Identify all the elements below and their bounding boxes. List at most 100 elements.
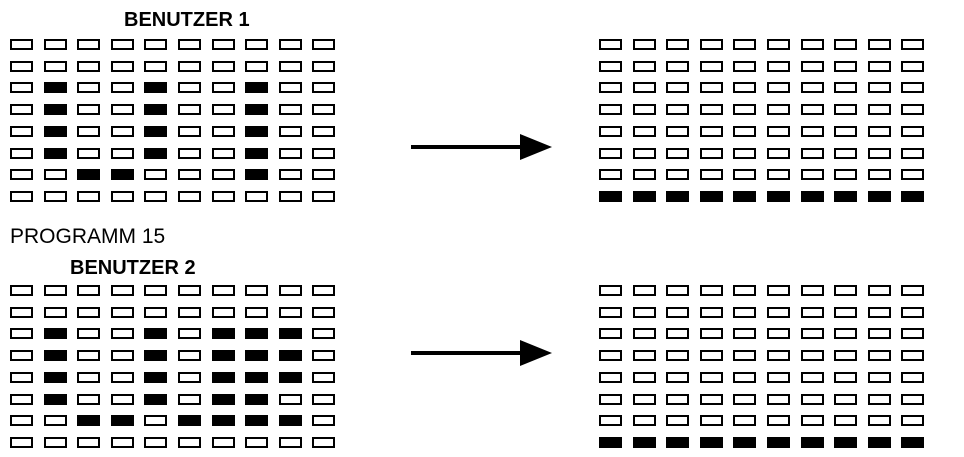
- led-cell-off: [733, 328, 756, 339]
- led-cell-off: [245, 191, 268, 202]
- led-cell-off: [801, 328, 824, 339]
- led-cell-on: [633, 437, 656, 448]
- led-cell-on: [77, 169, 100, 180]
- led-cell-off: [633, 61, 656, 72]
- led-cell-off: [834, 61, 857, 72]
- led-cell-off: [801, 169, 824, 180]
- led-cell-off: [801, 61, 824, 72]
- led-cell-off: [666, 394, 689, 405]
- led-cell-off: [801, 39, 824, 50]
- led-cell-off: [279, 285, 302, 296]
- led-cell-off: [767, 350, 790, 361]
- led-cell-off: [801, 350, 824, 361]
- led-cell-off: [312, 39, 335, 50]
- led-cell-off: [801, 104, 824, 115]
- led-cell-off: [144, 191, 167, 202]
- led-cell-off: [599, 328, 622, 339]
- led-cell-off: [245, 307, 268, 318]
- led-cell-off: [666, 350, 689, 361]
- led-cell-on: [245, 415, 268, 426]
- led-cell-off: [111, 61, 134, 72]
- led-cell-off: [801, 307, 824, 318]
- led-cell-off: [144, 169, 167, 180]
- led-cell-on: [733, 437, 756, 448]
- led-cell-off: [212, 191, 235, 202]
- led-cell-off: [77, 437, 100, 448]
- led-cell-off: [212, 307, 235, 318]
- arrow-right-icon: [411, 134, 552, 160]
- led-cell-off: [733, 104, 756, 115]
- led-cell-off: [700, 350, 723, 361]
- led-cell-off: [10, 415, 33, 426]
- led-cell-on: [212, 394, 235, 405]
- led-cell-off: [733, 415, 756, 426]
- led-cell-on: [144, 350, 167, 361]
- led-cell-off: [599, 307, 622, 318]
- led-cell-off: [77, 350, 100, 361]
- led-cell-off: [44, 191, 67, 202]
- led-cell-off: [901, 39, 924, 50]
- led-cell-on: [44, 104, 67, 115]
- led-cell-off: [767, 39, 790, 50]
- led-cell-off: [111, 350, 134, 361]
- led-cell-on: [868, 191, 891, 202]
- led-cell-off: [77, 285, 100, 296]
- led-cell-off: [10, 104, 33, 115]
- led-cell-off: [901, 307, 924, 318]
- program-label: PROGRAMM 15: [10, 225, 166, 248]
- led-cell-off: [599, 415, 622, 426]
- led-cell-off: [700, 126, 723, 137]
- led-cell-off: [599, 61, 622, 72]
- led-cell-off: [10, 437, 33, 448]
- led-cell-off: [312, 328, 335, 339]
- led-cell-on: [666, 191, 689, 202]
- led-cell-off: [178, 394, 201, 405]
- led-cell-off: [801, 415, 824, 426]
- led-cell-on: [44, 372, 67, 383]
- led-cell-off: [212, 104, 235, 115]
- led-cell-off: [111, 104, 134, 115]
- led-cell-off: [666, 82, 689, 93]
- led-cell-off: [868, 328, 891, 339]
- led-cell-off: [733, 169, 756, 180]
- led-cell-on: [111, 169, 134, 180]
- led-cell-off: [901, 104, 924, 115]
- led-cell-off: [77, 191, 100, 202]
- led-cell-on: [834, 437, 857, 448]
- led-cell-on: [144, 104, 167, 115]
- led-cell-off: [633, 415, 656, 426]
- led-cell-on: [144, 126, 167, 137]
- led-cell-off: [834, 350, 857, 361]
- led-cell-on: [801, 437, 824, 448]
- led-cell-off: [834, 39, 857, 50]
- led-cell-off: [834, 126, 857, 137]
- led-cell-off: [279, 82, 302, 93]
- led-cell-off: [700, 104, 723, 115]
- led-cell-off: [44, 39, 67, 50]
- led-cell-off: [633, 394, 656, 405]
- led-cell-off: [868, 415, 891, 426]
- led-cell-on: [44, 394, 67, 405]
- led-cell-off: [633, 372, 656, 383]
- led-cell-off: [666, 328, 689, 339]
- led-cell-off: [868, 148, 891, 159]
- led-cell-off: [901, 82, 924, 93]
- led-cell-off: [633, 126, 656, 137]
- led-cell-off: [767, 328, 790, 339]
- led-cell-off: [733, 307, 756, 318]
- led-cell-off: [10, 307, 33, 318]
- led-cell-on: [77, 415, 100, 426]
- led-cell-off: [10, 350, 33, 361]
- led-cell-on: [245, 328, 268, 339]
- led-cell-off: [633, 285, 656, 296]
- led-cell-off: [10, 191, 33, 202]
- led-cell-off: [767, 372, 790, 383]
- led-cell-on: [144, 328, 167, 339]
- led-cell-off: [868, 61, 891, 72]
- led-cell-off: [633, 328, 656, 339]
- led-cell-off: [767, 61, 790, 72]
- led-cell-on: [111, 415, 134, 426]
- led-cell-off: [834, 415, 857, 426]
- led-cell-off: [834, 372, 857, 383]
- led-cell-off: [312, 169, 335, 180]
